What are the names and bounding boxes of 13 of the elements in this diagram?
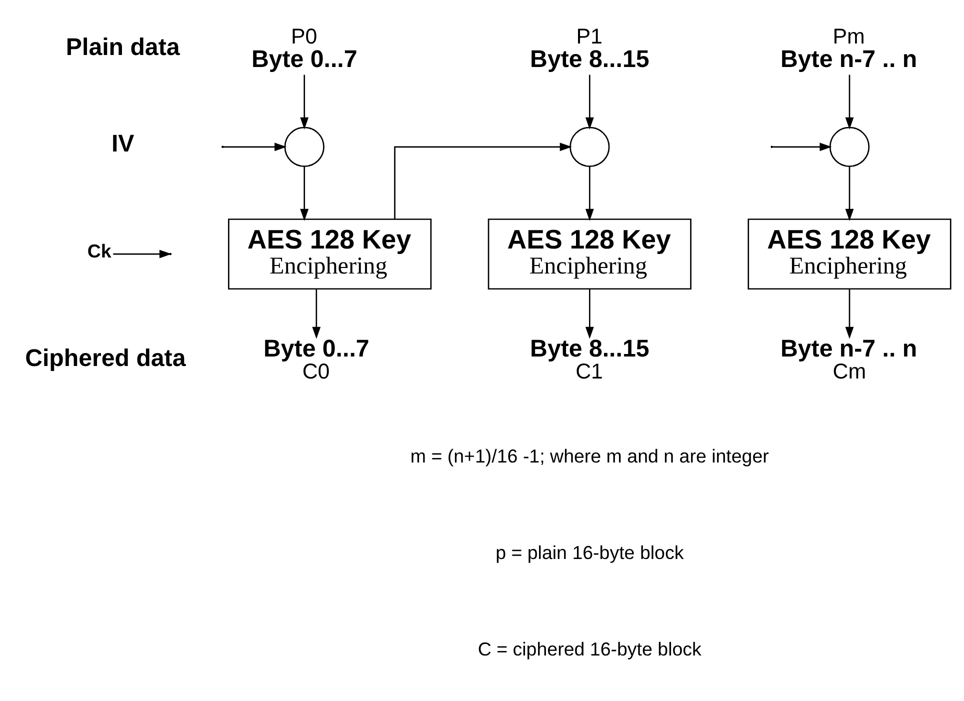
node-text: Byte 0...7 C0: [263, 335, 369, 384]
node-text: Byte n-7 .. n Cm: [780, 335, 917, 384]
label: Ciphered data: [24, 344, 186, 372]
node-text: P1 Byte 8...15: [530, 24, 649, 74]
node-text: Ck: [86, 240, 111, 262]
label: p = plain 16-byte block: [495, 542, 684, 564]
node-text: Pm Byte n-7 .. n: [780, 24, 917, 74]
node-text: Byte 8...15 C1: [530, 335, 649, 384]
label: Plain data: [65, 34, 180, 62]
label: C = ciphered 16-byte block: [477, 638, 701, 660]
label: m = (n+1)/16 -1; where m and n are integer: [410, 446, 768, 467]
node-text: P0 Byte 0...7: [250, 24, 357, 74]
label: IV: [110, 130, 134, 158]
